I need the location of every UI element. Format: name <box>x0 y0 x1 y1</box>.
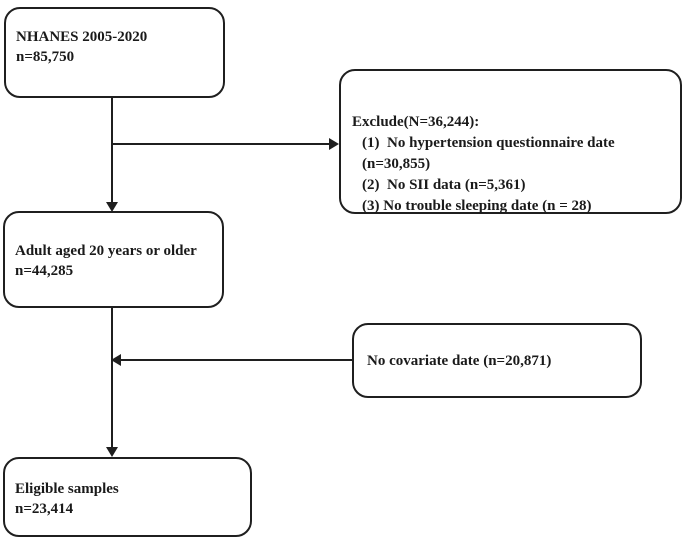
arrowhead-down-adult <box>106 202 118 212</box>
flow-box-nhanes: NHANES 2005-2020 n=85,750 <box>4 7 225 98</box>
nhanes-count: n=85,750 <box>16 49 75 65</box>
connector-nhanes-to-adult <box>111 98 113 204</box>
eligible-label: Eligible samples <box>15 481 119 497</box>
nhanes-label: NHANES 2005-2020 <box>16 29 148 45</box>
exclude-item-1: (1) No hypertension questionnaire date (… <box>362 135 619 172</box>
arrowhead-left-mainline <box>111 354 121 366</box>
flow-box-eligible: Eligible samples n=23,414 <box>3 457 252 537</box>
covariate-label: No covariate date (n=20,871) <box>367 353 552 369</box>
flow-box-exclude: Exclude(N=36,244): (1) No hypertension q… <box>339 69 682 214</box>
flow-box-covariate: No covariate date (n=20,871) <box>352 323 642 398</box>
exclude-item-3: (3) No trouble sleeping date (n = 28) <box>362 198 592 214</box>
arrowhead-right-exclude <box>329 138 339 150</box>
connector-branch-to-exclude <box>112 143 330 145</box>
connector-adult-to-eligible <box>111 308 113 449</box>
eligible-count: n=23,414 <box>15 501 74 517</box>
adult-label: Adult aged 20 years or older <box>15 243 197 259</box>
exclude-title: Exclude(N=36,244): <box>352 114 480 130</box>
adult-count: n=44,285 <box>15 263 74 279</box>
flow-box-adult: Adult aged 20 years or older n=44,285 <box>3 211 224 308</box>
exclude-item-2: (2) No SII data (n=5,361) <box>362 177 526 193</box>
connector-covariate-to-branch <box>121 359 352 361</box>
arrowhead-down-eligible <box>106 447 118 457</box>
